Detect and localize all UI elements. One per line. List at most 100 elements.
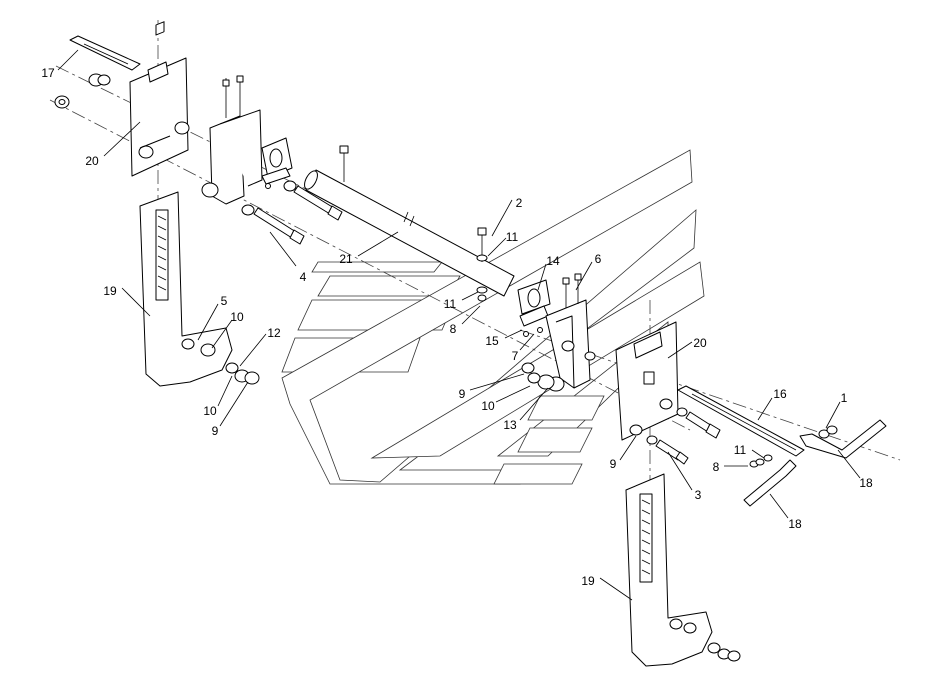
callout-c10a: 10: [211, 310, 244, 349]
part-19-right-bracket: [625, 473, 741, 667]
callout-c11b: 11: [444, 291, 479, 311]
callout-leader: [197, 303, 219, 341]
callout-number: 9: [459, 387, 466, 401]
callout-number: 9: [212, 424, 219, 438]
callout-c17a: 17: [41, 49, 79, 80]
callout-number: 20: [693, 336, 707, 350]
callout-c19a: 19: [103, 284, 151, 317]
callout-c12: 12: [239, 326, 281, 367]
callout-c4: 4: [269, 231, 307, 284]
bolt-2: [476, 227, 488, 302]
callout-leader: [461, 305, 481, 325]
callout-c9b: 9: [212, 381, 249, 438]
callout-c1: 1: [825, 391, 848, 429]
u-bracket-upper: [201, 75, 263, 205]
callout-leader: [837, 449, 861, 479]
part-20-lower-plate: [615, 321, 679, 441]
callout-leader: [269, 231, 297, 267]
nut-washer-top-left: [54, 73, 111, 109]
callout-c14: 14: [537, 254, 560, 291]
callout-number: 19: [103, 284, 117, 298]
callout-number: 4: [300, 270, 307, 284]
callout-number: 19: [581, 574, 595, 588]
callout-number: 3: [695, 488, 702, 502]
callout-number: 9: [610, 457, 617, 471]
callout-number: 1: [841, 391, 848, 405]
watermark-logo: [281, 149, 705, 485]
callout-number: 17: [41, 66, 55, 80]
part-18-handle-lower: [743, 454, 797, 507]
clamp-block-14: [517, 279, 551, 337]
callout-leader: [219, 381, 249, 427]
callout-leader: [461, 291, 479, 301]
callout-number: 16: [773, 387, 787, 401]
callout-c15: 15: [485, 329, 523, 348]
callout-c19b: 19: [581, 574, 633, 601]
callout-c16: 16: [757, 387, 787, 421]
callout-c7: 7: [512, 333, 535, 363]
callout-leader: [825, 401, 841, 429]
callout-number: 15: [485, 334, 499, 348]
callout-number: 8: [450, 322, 457, 336]
callout-c5: 5: [197, 294, 228, 341]
callout-c10b: 10: [481, 385, 531, 413]
washers-12-9-10: [225, 362, 260, 385]
callout-leader: [537, 263, 547, 291]
callout-c11a: 11: [487, 230, 519, 257]
callout-leader: [575, 261, 593, 291]
callout-c18a: 18: [837, 449, 873, 490]
callout-leader: [495, 385, 531, 403]
callout-leader: [357, 231, 399, 257]
callout-c10c: 10: [203, 375, 233, 418]
callout-leader: [519, 333, 535, 351]
callout-number: 21: [339, 252, 353, 266]
bolt-lower-right: [676, 407, 721, 439]
callout-leader: [121, 287, 151, 317]
callout-number: 18: [788, 517, 802, 531]
callout-leader: [57, 49, 79, 71]
callout-leader: [751, 449, 765, 459]
part-18-handle-right: [799, 419, 887, 459]
callout-leader: [491, 199, 513, 237]
bolt-4: [241, 204, 305, 245]
part-17-bar: [69, 35, 141, 71]
callout-c6: 6: [575, 252, 602, 291]
callout-number: 11: [734, 443, 747, 457]
callout-c21: 21: [339, 231, 399, 266]
callout-c9a: 9: [459, 373, 525, 401]
callout-number: 20: [85, 154, 99, 168]
callout-leader: [769, 493, 789, 519]
part-16-bar: [677, 385, 805, 457]
callout-leader: [239, 333, 267, 367]
callout-number: 10: [481, 399, 495, 413]
callout-number: 12: [267, 326, 281, 340]
callout-number: 13: [503, 418, 517, 432]
callout-c13: 13: [503, 387, 549, 432]
callout-number: 8: [713, 460, 720, 474]
callout-number: 11: [506, 230, 519, 244]
callout-c2: 2: [491, 196, 523, 237]
callout-c9c: 9: [610, 435, 637, 471]
callout-c11c: 11: [734, 443, 765, 459]
callout-leader: [757, 397, 773, 421]
bolt-3: [646, 435, 689, 465]
bolt-upper-mid: [283, 180, 343, 221]
callout-c8b: 8: [713, 460, 748, 474]
callout-leader: [217, 375, 233, 407]
callout-c3: 3: [667, 451, 702, 502]
callout-c20b: 20: [667, 336, 707, 359]
callout-leader: [519, 387, 549, 421]
callout-number: 11: [444, 297, 457, 311]
callout-leader: [599, 577, 633, 601]
callout-number: 6: [595, 252, 602, 266]
washers-9-10-mid: [521, 362, 541, 384]
callout-number: 2: [516, 196, 523, 210]
callout-leader: [619, 435, 637, 461]
callout-leader: [103, 121, 141, 157]
callout-number: 10: [230, 310, 244, 324]
u-bracket-lower: [537, 273, 596, 392]
callout-number: 14: [546, 254, 560, 268]
callout-leader: [667, 341, 693, 359]
